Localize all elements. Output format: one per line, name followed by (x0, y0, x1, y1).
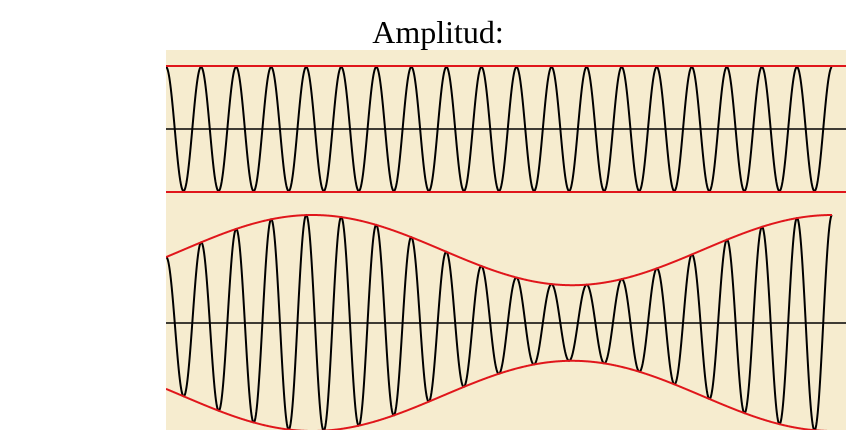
panel2-envelope-bottom (166, 359, 832, 430)
amplitude-diagram (166, 50, 846, 430)
figure-title: Amplitud: (372, 14, 504, 50)
panel-constant-amplitude (166, 65, 846, 193)
panel2-envelope-top (166, 214, 832, 287)
panel-modulated-amplitude (166, 213, 846, 430)
